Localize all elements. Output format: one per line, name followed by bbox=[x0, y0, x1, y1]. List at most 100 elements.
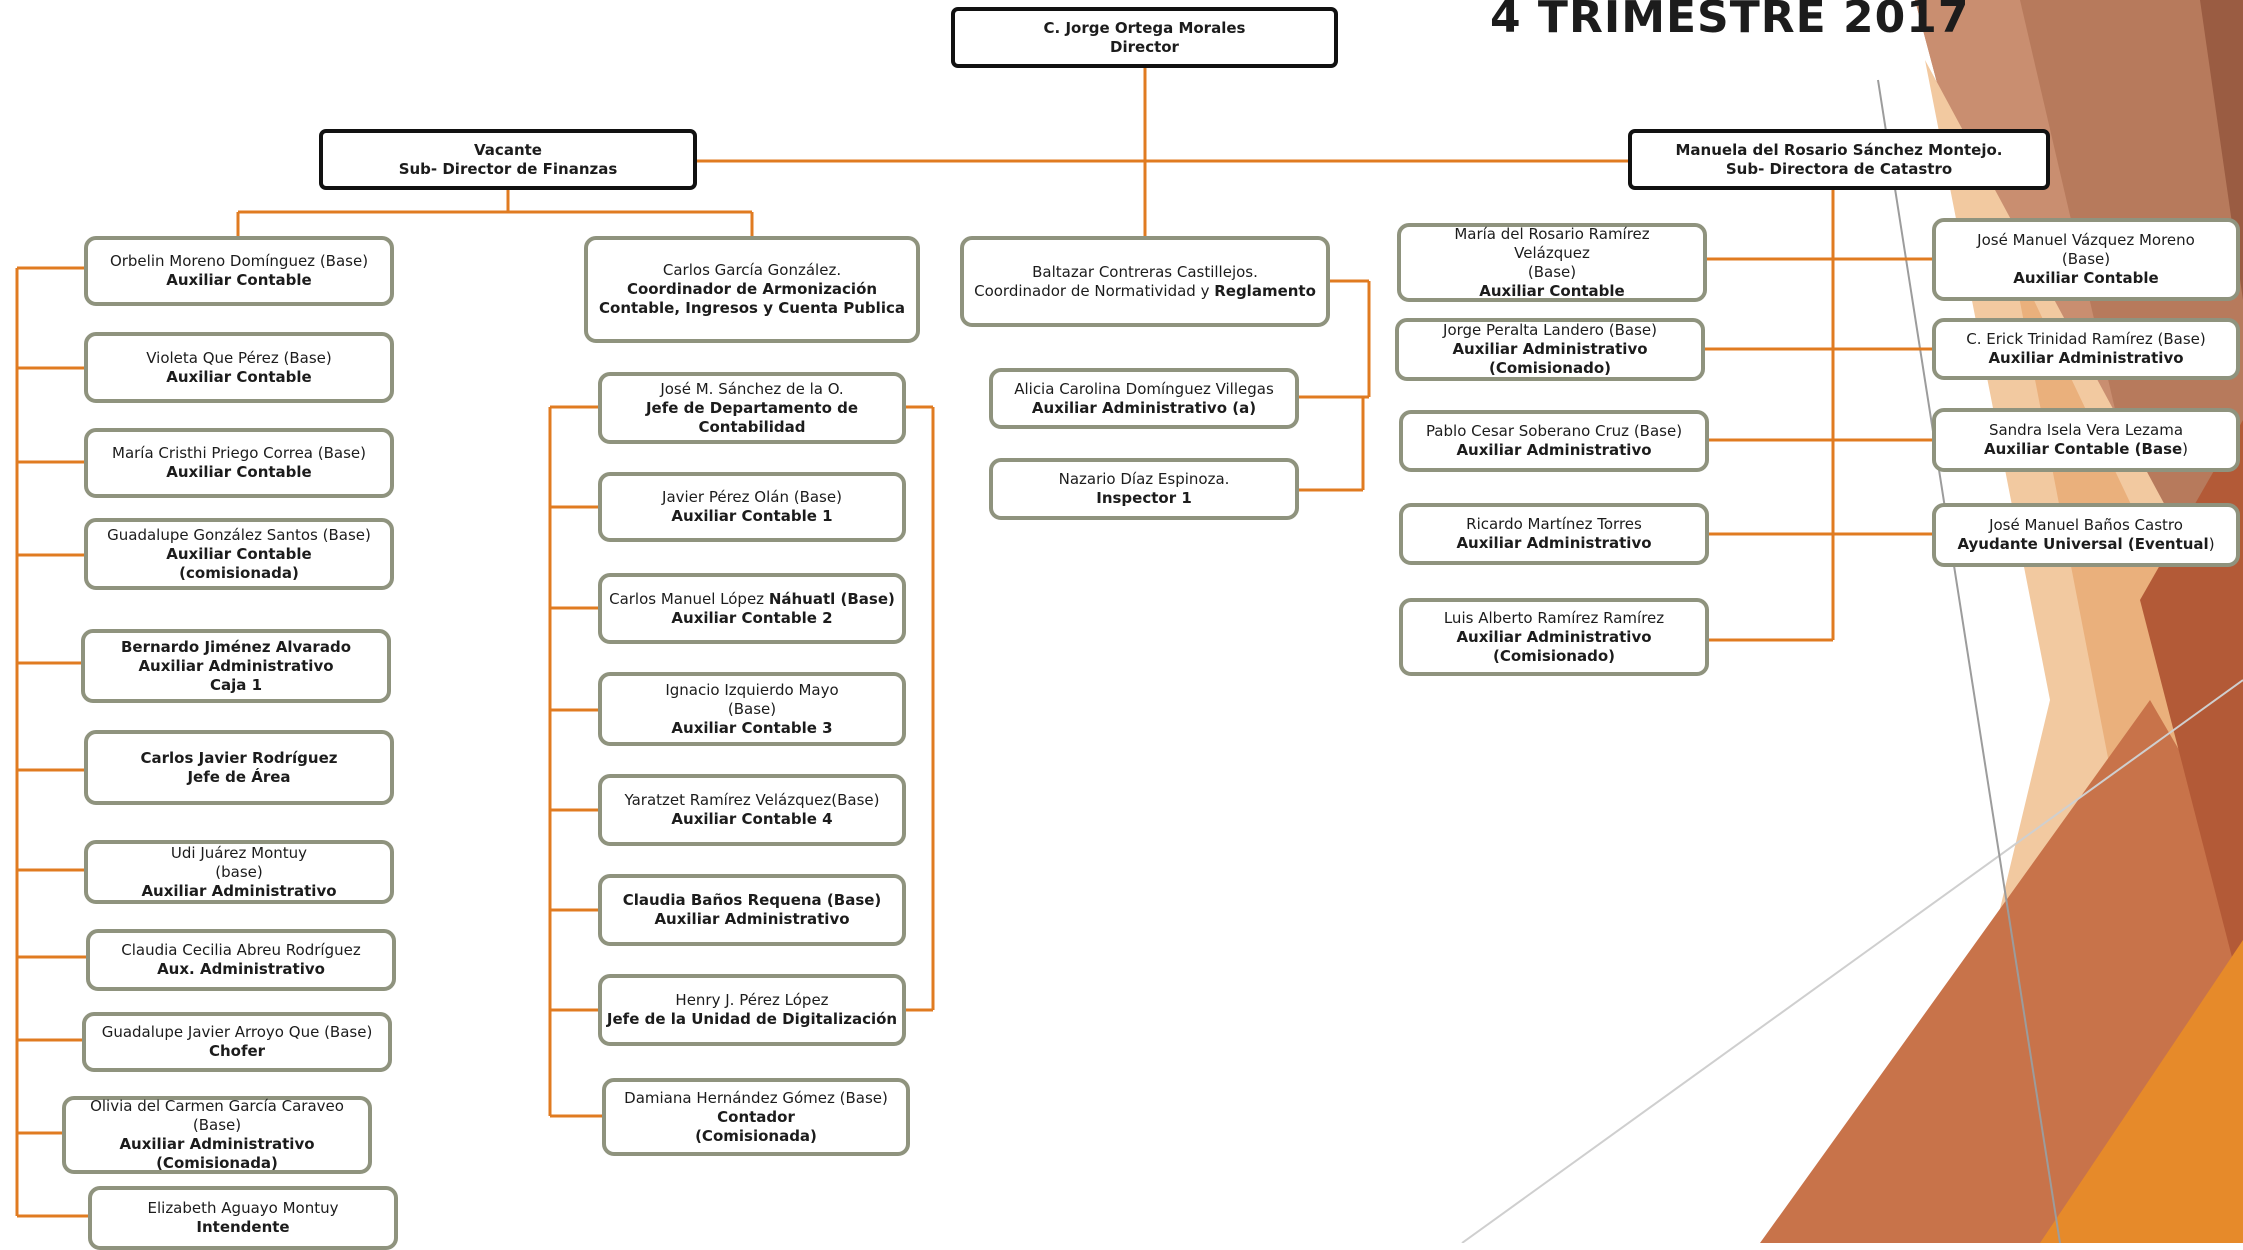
node-role: Aux. Administrativo bbox=[157, 960, 325, 978]
node-javier-perez: Javier Pérez Olán (Base) Auxiliar Contab… bbox=[598, 472, 906, 542]
node-role: Auxiliar Contable 2 bbox=[671, 608, 833, 627]
node-note: (Comisionado) bbox=[1488, 359, 1611, 377]
node-role: Auxiliar Contable bbox=[2013, 269, 2159, 287]
node-role-row: Auxiliar Contable (Base) bbox=[1984, 440, 2188, 459]
node-name: Henry J. Pérez López bbox=[675, 991, 829, 1009]
node-role: Auxiliar Administrativo bbox=[138, 656, 334, 675]
node-role: Auxiliar Contable (Base bbox=[1983, 440, 2183, 458]
node-baltazar: Baltazar Contreras Castillejos. Coordina… bbox=[960, 236, 1330, 327]
node-role: Auxiliar Administrativo bbox=[1456, 627, 1652, 646]
node-udi: Udi Juárez Montuy (base) Auxiliar Admini… bbox=[84, 840, 394, 904]
node-claudia-banos: Claudia Baños Requena (Base) Auxiliar Ad… bbox=[598, 874, 906, 946]
node-extra: (base) bbox=[215, 862, 263, 881]
node-name: Bernardo Jiménez Alvarado bbox=[120, 637, 351, 656]
node-role: Auxiliar Administrativo bbox=[654, 910, 850, 928]
node-name: Baltazar Contreras Castillejos. bbox=[1032, 262, 1258, 281]
node-name: Guadalupe González Santos (Base) bbox=[107, 525, 371, 544]
node-role-row: Coordinador de Normatividad y Reglamento bbox=[974, 282, 1316, 301]
node-name: Pablo Cesar Soberano Cruz (Base) bbox=[1425, 422, 1683, 440]
node-pablo: Pablo Cesar Soberano Cruz (Base) Auxilia… bbox=[1399, 410, 1709, 472]
node-elizabeth: Elizabeth Aguayo Montuy Intendente bbox=[88, 1186, 398, 1250]
node-name: Claudia Cecilia Abreu Rodríguez bbox=[121, 941, 361, 959]
node-jorge-peralta: Jorge Peralta Landero (Base) Auxiliar Ad… bbox=[1395, 318, 1705, 381]
node-role: Sub- Directora de Catastro bbox=[1725, 159, 1953, 178]
node-name: Jorge Peralta Landero (Base) bbox=[1443, 321, 1657, 339]
node-carlos-lopez: Carlos Manuel López Náhuatl (Base) Auxil… bbox=[598, 573, 906, 644]
node-extra: (Base) bbox=[1527, 262, 1577, 281]
node-role: Auxiliar Contable 3 bbox=[671, 718, 833, 737]
node-role: Jefe de Departamento de bbox=[645, 398, 859, 417]
page-title: 4 TRIMESTRE 2017 bbox=[1490, 0, 1970, 43]
node-note: (Comisionada) bbox=[695, 1126, 817, 1145]
node-role: Auxiliar Administrativo bbox=[1988, 349, 2184, 367]
node-extra: (Base) bbox=[192, 1116, 242, 1134]
node-sandra: Sandra Isela Vera Lezama Auxiliar Contab… bbox=[1932, 408, 2240, 472]
node-name: Orbelin Moreno Domínguez (Base) bbox=[109, 252, 369, 270]
node-name: Carlos Manuel López bbox=[609, 589, 769, 608]
node-note: (comisionada) bbox=[179, 563, 299, 582]
node-name: Sandra Isela Vera Lezama bbox=[1988, 421, 2184, 439]
node-name: Udi Juárez Montuy bbox=[170, 843, 308, 862]
node-jose-vazquez: José Manuel Vázquez Moreno (Base) Auxili… bbox=[1932, 218, 2240, 301]
node-note: (Comisionada) bbox=[156, 1154, 278, 1172]
node-henry: Henry J. Pérez López Jefe de la Unidad d… bbox=[598, 974, 906, 1046]
node-ricardo: Ricardo Martínez Torres Auxiliar Adminis… bbox=[1399, 503, 1709, 565]
node-role: Jefe de Área bbox=[187, 767, 291, 786]
node-ignacio: Ignacio Izquierdo Mayo (Base) Auxiliar C… bbox=[598, 672, 906, 746]
node-role: Director bbox=[1110, 37, 1179, 56]
node-name: Manuela del Rosario Sánchez Montejo. bbox=[1675, 140, 2003, 159]
node-name: Ricardo Martínez Torres bbox=[1466, 515, 1642, 533]
node-carlos-javier: Carlos Javier Rodríguez Jefe de Área bbox=[84, 730, 394, 805]
node-role: Auxiliar Contable bbox=[166, 367, 312, 386]
node-guadalupe-ja: Guadalupe Javier Arroyo Que (Base) Chofe… bbox=[82, 1012, 392, 1072]
node-name: José Manuel Baños Castro bbox=[1989, 516, 2183, 534]
node-olivia: Olivia del Carmen García Caraveo (Base) … bbox=[62, 1096, 372, 1174]
node-cristhi: María Cristhi Priego Correa (Base) Auxil… bbox=[84, 428, 394, 498]
node-role: Contabilidad bbox=[698, 417, 806, 436]
node-name: Javier Pérez Olán (Base) bbox=[662, 488, 842, 506]
node-name: María del Rosario Ramírez bbox=[1454, 224, 1650, 243]
node-orbelin: Orbelin Moreno Domínguez (Base) Auxiliar… bbox=[84, 236, 394, 306]
node-role: Auxiliar Administrativo (a) bbox=[1031, 398, 1257, 417]
node-jose-banos: José Manuel Baños Castro Ayudante Univer… bbox=[1932, 503, 2240, 567]
node-extra: (Base) bbox=[2061, 250, 2111, 268]
node-role: Coordinador de Normatividad y bbox=[974, 281, 1215, 300]
node-name: C. Jorge Ortega Morales bbox=[1043, 18, 1246, 37]
node-alicia: Alicia Carolina Domínguez Villegas Auxil… bbox=[989, 368, 1299, 429]
node-nazario: Nazario Díaz Espinoza. Inspector 1 bbox=[989, 458, 1299, 520]
node-claudia-cecilia: Claudia Cecilia Abreu Rodríguez Aux. Adm… bbox=[86, 929, 396, 991]
node-role: Sub- Director de Finanzas bbox=[398, 159, 618, 178]
node-role: Intendente bbox=[196, 1218, 290, 1236]
node-carlos-garcia: Carlos García González. Coordinador de A… bbox=[584, 236, 920, 343]
node-name: C. Erick Trinidad Ramírez (Base) bbox=[1966, 330, 2206, 348]
node-violeta: Violeta Que Pérez (Base) Auxiliar Contab… bbox=[84, 332, 394, 403]
node-name: José Manuel Vázquez Moreno bbox=[1977, 231, 2195, 249]
node-role: Auxiliar Contable 1 bbox=[671, 507, 833, 525]
node-name: Damiana Hernández Gómez (Base) bbox=[624, 1088, 888, 1107]
node-role: Coordinador de Armonización bbox=[626, 280, 878, 298]
node-name-bold: Náhuatl (Base) bbox=[768, 589, 895, 608]
node-role: Auxiliar Administrativo bbox=[1456, 441, 1652, 459]
node-role: Auxiliar Administrativo bbox=[141, 881, 337, 900]
node-name: Alicia Carolina Domínguez Villegas bbox=[1014, 379, 1274, 398]
node-name: Vacante bbox=[474, 140, 542, 159]
node-name: Luis Alberto Ramírez Ramírez bbox=[1443, 608, 1665, 627]
node-name: Guadalupe Javier Arroyo Que (Base) bbox=[101, 1023, 373, 1041]
node-role-row: Ayudante Universal (Eventual) bbox=[1957, 535, 2214, 554]
node-role-bold: Reglamento bbox=[1214, 281, 1316, 300]
node-role-tail: ) bbox=[2182, 440, 2189, 458]
node-luis: Luis Alberto Ramírez Ramírez Auxiliar Ad… bbox=[1399, 598, 1709, 676]
node-note: Caja 1 bbox=[209, 675, 263, 694]
node-role: Auxiliar Contable bbox=[1479, 281, 1625, 300]
node-role: Auxiliar Administrativo bbox=[119, 1135, 315, 1153]
node-role: Contador bbox=[717, 1107, 795, 1126]
node-name: Elizabeth Aguayo Montuy bbox=[147, 1199, 339, 1217]
node-damiana: Damiana Hernández Gómez (Base) Contador … bbox=[602, 1078, 910, 1156]
node-role: Ayudante Universal (Eventual bbox=[1957, 535, 2209, 553]
node-bernardo: Bernardo Jiménez Alvarado Auxiliar Admin… bbox=[81, 629, 391, 703]
node-director: C. Jorge Ortega Morales Director bbox=[951, 7, 1338, 68]
node-name: José M. Sánchez de la O. bbox=[660, 379, 844, 398]
node-name: Carlos García González. bbox=[662, 261, 842, 279]
node-role: Jefe de la Unidad de Digitalización bbox=[606, 1010, 898, 1028]
